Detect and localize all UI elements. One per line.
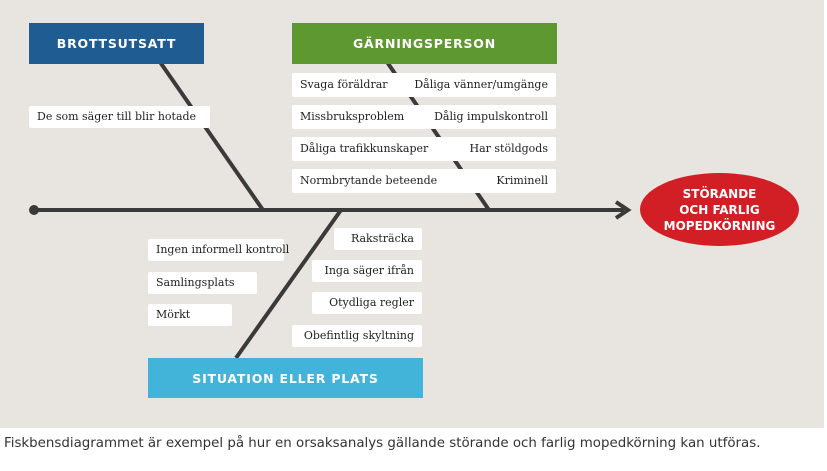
- effect-line-2: OCH FARLIG: [679, 202, 760, 217]
- category-perpetrator-label: GÄRNINGSPERSON: [352, 36, 496, 51]
- cause-perpetrator-right-2: Dålig impulskontroll: [434, 110, 548, 123]
- diagram-panel: BROTTSUTSATT GÄRNINGSPERSON SITUATION EL…: [0, 0, 824, 428]
- cause-row-perpetrator-4: Normbrytande beteende Kriminell: [292, 169, 556, 193]
- spine-arrowhead: [614, 200, 632, 220]
- cause-row-perpetrator-1: Svaga föräldrar Dåliga vänner/umgänge: [292, 73, 556, 97]
- cause-perpetrator-right-1: Dåliga vänner/umgänge: [414, 78, 548, 91]
- cause-perpetrator-right-3: Har stöldgods: [469, 142, 548, 155]
- spine-start-dot: [29, 205, 39, 215]
- category-situation-label: SITUATION ELLER PLATS: [192, 370, 379, 386]
- category-victim-label: BROTTSUTSATT: [56, 36, 177, 51]
- figure-caption: Fiskbensdiagrammet är exempel på hur en …: [4, 436, 761, 451]
- cause-perpetrator-left-3: Dåliga trafikkunskaper: [300, 142, 429, 155]
- situation-bone: [234, 208, 343, 360]
- category-perpetrator-box: GÄRNINGSPERSON: [292, 23, 557, 64]
- cause-row-perpetrator-2: Missbruksproblem Dålig impulskontroll: [292, 105, 556, 129]
- category-victim-box: BROTTSUTSATT: [29, 23, 204, 64]
- cause-situation-left-1: Ingen informell kontroll: [148, 239, 289, 261]
- cause-situation-left-2: Samlingsplats: [148, 272, 257, 294]
- cause-row-perpetrator-3: Dåliga trafikkunskaper Har stöldgods: [292, 137, 556, 161]
- category-situation-box: SITUATION ELLER PLATS: [148, 358, 423, 398]
- cause-perpetrator-right-4: Kriminell: [496, 174, 548, 187]
- victim-bone: [158, 60, 265, 212]
- cause-situation-right-2: Inga säger ifrån: [312, 260, 422, 282]
- effect-line-1: STÖRANDE: [682, 186, 757, 201]
- cause-victim-1: De som säger till blir hotade: [29, 106, 210, 128]
- cause-perpetrator-left-2: Missbruksproblem: [300, 110, 405, 123]
- effect-ellipse: STÖRANDE OCH FARLIG MOPEDKÖRNING: [640, 173, 799, 246]
- cause-perpetrator-left-1: Svaga föräldrar: [300, 78, 388, 91]
- cause-situation-right-4: Obefintlig skyltning: [292, 325, 422, 347]
- cause-perpetrator-left-4: Normbrytande beteende: [300, 174, 438, 187]
- cause-situation-left-3: Mörkt: [148, 304, 232, 326]
- cause-situation-right-3: Otydliga regler: [312, 292, 422, 314]
- cause-situation-right-1: Raksträcka: [334, 228, 422, 250]
- effect-line-3: MOPEDKÖRNING: [663, 218, 776, 233]
